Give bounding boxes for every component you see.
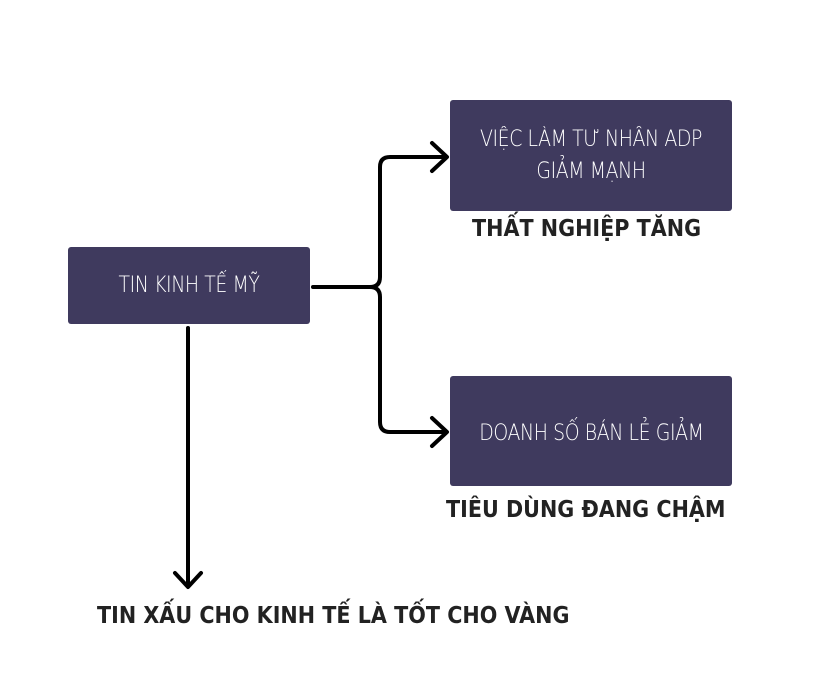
root-to-brace-line bbox=[311, 155, 448, 289]
top-node-label: VIỆC LÀM TƯ NHÂN ADP GIẢM MẠNH bbox=[480, 126, 702, 184]
bottom-node-label: DOANH SỐ BÁN LẺ GIẢM bbox=[478, 421, 704, 446]
root-node: TIN KINH TẾ MỸ bbox=[68, 247, 310, 324]
top-caption: THẤT NGHIỆP TĂNG bbox=[472, 216, 702, 242]
root-node-label: TIN KINH TẾ MỸ bbox=[118, 272, 260, 298]
arrowhead-bottom bbox=[430, 416, 449, 448]
top-node: VIỆC LÀM TƯ NHÂN ADP GIẢM MẠNH bbox=[450, 100, 732, 211]
bottom-node: DOANH SỐ BÁN LẺ GIẢM bbox=[450, 376, 732, 486]
brace-to-bottom-line bbox=[368, 285, 448, 434]
arrowhead-down bbox=[173, 571, 203, 589]
bottom-caption: TIÊU DÙNG ĐANG CHẬM bbox=[446, 497, 726, 523]
conclusion-caption: TIN XẤU CHO KINH TẾ LÀ TỐT CHO VÀNG bbox=[97, 603, 570, 629]
arrowhead-top bbox=[430, 141, 449, 173]
